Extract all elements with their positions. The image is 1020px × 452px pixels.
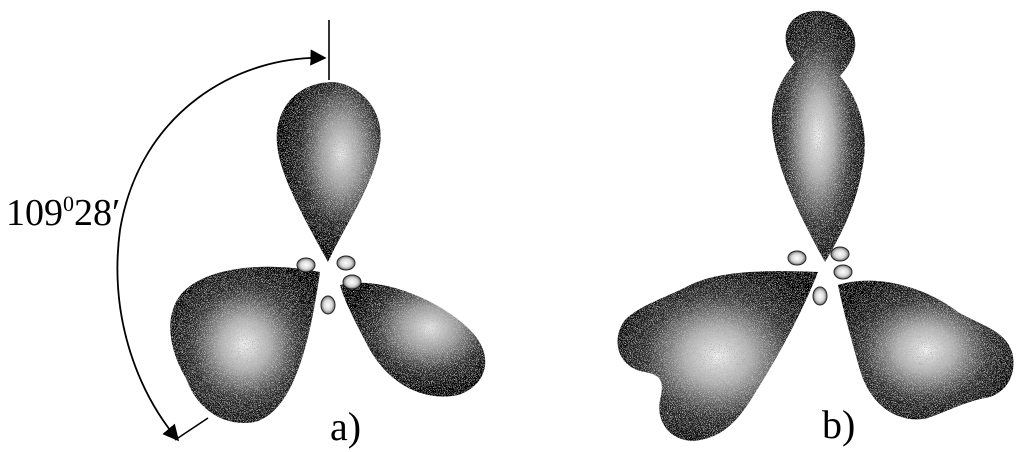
orbital-lobe-top-b: [772, 11, 865, 262]
orbital-lobe-top: [277, 82, 381, 262]
angle-label: 109028′: [6, 191, 120, 234]
panel-b: b): [618, 11, 1014, 447]
orbital-lobe-lower-left-b: [618, 271, 818, 441]
orbital-lobe-lower-right-b: [838, 281, 1013, 420]
orbital-lobe-lower-right: [340, 283, 485, 397]
orbital-lobe-lower-left: [170, 267, 320, 423]
panel-b-label: b): [822, 402, 855, 447]
panel-a: 109028′ a): [6, 20, 485, 449]
panel-a-label: a): [330, 404, 361, 449]
